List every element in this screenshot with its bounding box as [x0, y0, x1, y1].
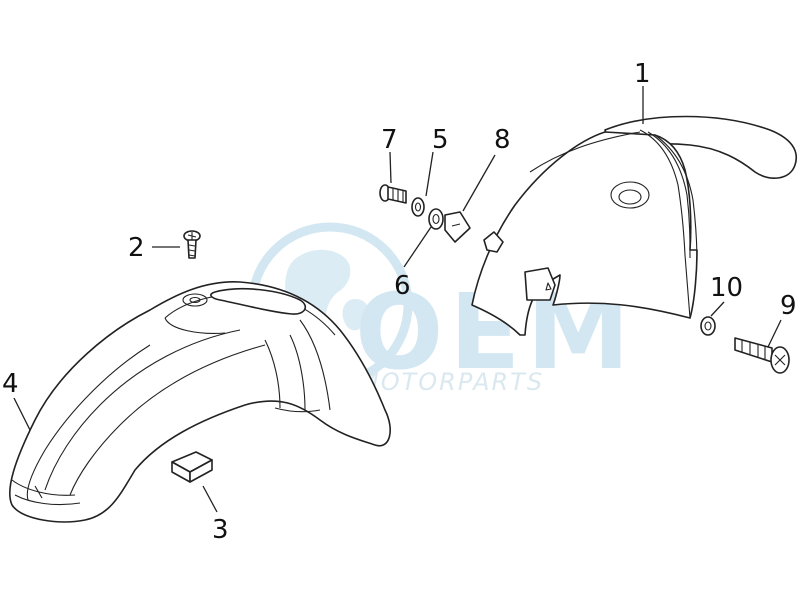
screw-part-7: [379, 184, 407, 204]
rear-mudguard: [471, 115, 797, 336]
leader-lines: [13, 86, 782, 513]
screw-part-9: [734, 337, 790, 374]
callout-10: 10: [710, 273, 743, 303]
callout-9: 9: [780, 291, 797, 321]
washer-part-5: [411, 197, 425, 217]
screw-part-2: [183, 230, 201, 259]
callout-8: 8: [494, 125, 511, 155]
callouts: 1 2 3 4 5 6 7 8 9 10: [2, 59, 797, 545]
clip-nut-part-3: [171, 451, 213, 483]
callout-3: 3: [212, 515, 229, 545]
washer-part-6: [428, 208, 444, 230]
callout-4: 4: [2, 369, 19, 399]
callout-6: 6: [394, 271, 411, 301]
speed-nut-part-8: [444, 211, 471, 243]
callout-2: 2: [128, 233, 145, 263]
callout-1: 1: [634, 59, 651, 89]
washer-part-10: [700, 316, 716, 336]
callout-7: 7: [381, 125, 398, 155]
callout-5: 5: [432, 125, 449, 155]
watermark-subtitle: MOTORPARTS: [358, 368, 544, 396]
front-mudguard: [8, 281, 391, 523]
